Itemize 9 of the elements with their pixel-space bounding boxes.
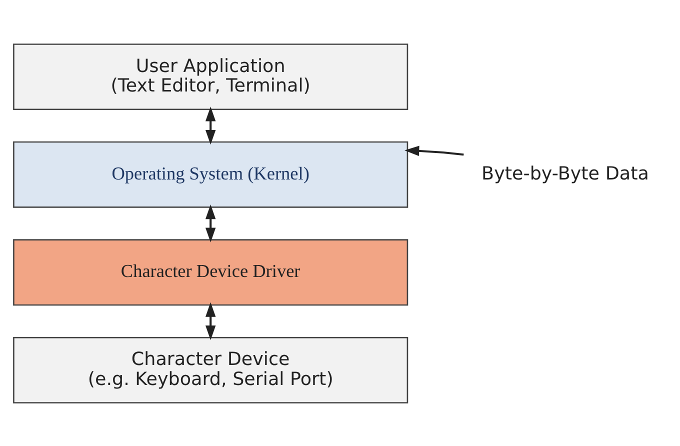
arrow (205, 106, 216, 144)
node-box: Character Device Driver (13, 238, 408, 306)
node-box: Character Device (e.g. Keyboard, Serial Port) (13, 336, 408, 403)
node-text: Byte-by-Byte Data (482, 162, 649, 184)
arrow (205, 302, 216, 340)
node-box: User Application (Text Editor, Terminal) (13, 43, 408, 110)
node-box: Operating System (Kernel) (13, 140, 408, 208)
arrow (404, 145, 464, 156)
arrow (205, 204, 216, 242)
